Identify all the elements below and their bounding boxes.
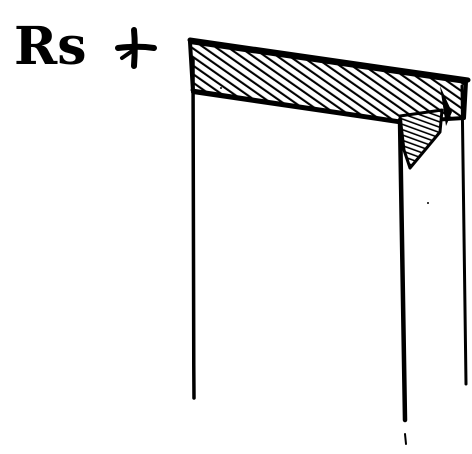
label-letter-r: Rs <box>14 16 87 77</box>
ink-specks <box>220 87 429 204</box>
handwritten-label: Rs <box>14 16 157 77</box>
shaded-corner-block <box>398 86 452 170</box>
right-post <box>460 84 468 386</box>
hatched-roof-slab <box>187 37 471 124</box>
tick-mark <box>404 433 407 445</box>
plus-icon <box>115 27 157 69</box>
vertical-walls <box>191 58 468 445</box>
front-post <box>397 117 408 423</box>
left-post <box>191 58 196 400</box>
